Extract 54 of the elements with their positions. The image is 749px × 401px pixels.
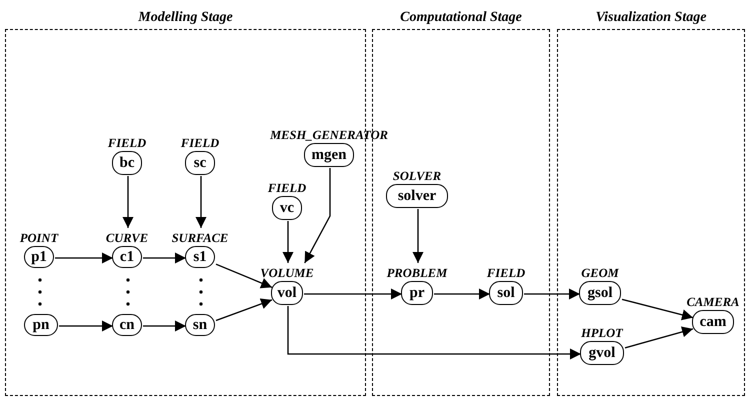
rounded-node <box>112 314 142 336</box>
type-label: SOLVER <box>392 170 442 182</box>
type-label: FIELD <box>486 266 526 279</box>
node-label: pn <box>32 318 50 332</box>
node-label: cn <box>120 318 134 332</box>
type-label: PROBLEM <box>386 266 448 279</box>
node-label: gvol <box>588 346 616 360</box>
rounded-node <box>24 314 58 336</box>
arrow <box>412 209 424 263</box>
node-label: sol <box>497 286 515 300</box>
node-label: s1 <box>193 250 207 264</box>
node-label: solver <box>398 188 436 204</box>
node-label: p1 <box>31 250 47 264</box>
arrow <box>287 306 581 360</box>
arrow <box>55 252 113 264</box>
arrow <box>196 176 206 228</box>
node-label: sc <box>194 156 206 170</box>
stage-title: Visualization Stage <box>596 10 706 26</box>
arrow <box>304 288 402 300</box>
type-label: VOLUME <box>260 266 314 279</box>
node-label: mgen <box>312 148 346 162</box>
stage-title: Modelling Stage <box>138 10 233 26</box>
node-label: vol <box>277 286 297 300</box>
arrow <box>282 221 294 263</box>
node-label: c1 <box>120 250 134 264</box>
arrow <box>304 168 331 264</box>
node-label: gsol <box>587 286 612 300</box>
type-label: FIELD <box>108 136 146 149</box>
type-label: MESH_GENERATOR <box>270 128 388 141</box>
type-label: FIELD <box>268 182 306 194</box>
type-label: SURFACE <box>172 232 228 244</box>
arrow <box>622 298 694 320</box>
arrow <box>143 320 186 332</box>
arrow <box>524 288 580 300</box>
type-label: HPLOT <box>581 326 623 339</box>
arrow <box>624 326 694 348</box>
arrow <box>143 252 186 264</box>
type-label: CAMERA <box>686 296 740 308</box>
type-label: FIELD <box>180 136 220 149</box>
arrow <box>59 320 113 332</box>
type-label: CURVE <box>106 232 148 244</box>
arrow <box>122 176 134 228</box>
stage-title: Computational Stage <box>400 10 522 26</box>
node-label: bc <box>120 156 134 170</box>
type-label: GEOM <box>581 266 619 279</box>
node-label: cam <box>700 314 726 330</box>
node-label: sn <box>192 318 208 332</box>
arrow <box>216 264 272 288</box>
rounded-node <box>185 314 215 336</box>
node-label: pr <box>410 286 424 300</box>
type-label: POINT <box>20 232 58 244</box>
arrow <box>434 288 490 300</box>
arrow <box>216 298 272 322</box>
node-label: vc <box>280 200 294 216</box>
